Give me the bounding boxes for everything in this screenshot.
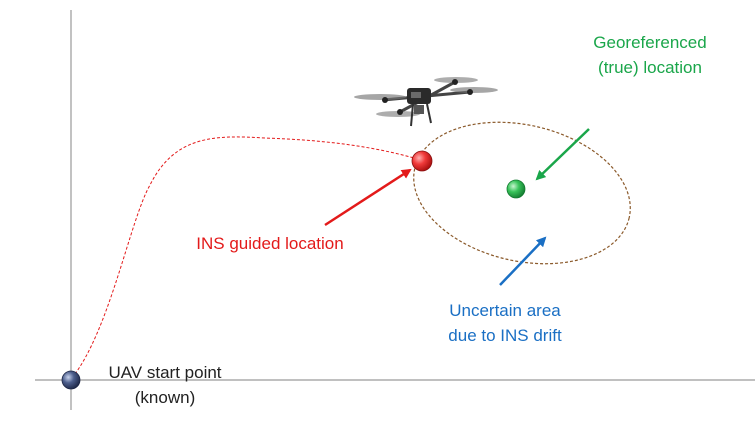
true-location-arrow xyxy=(535,128,590,181)
start-point-label-line1: UAV start point xyxy=(108,363,222,382)
start-point-label: UAV start point (known) xyxy=(80,360,250,410)
start-point xyxy=(61,370,81,390)
ins-location-arrow xyxy=(324,168,412,227)
true-location-point xyxy=(506,179,526,199)
uncertain-area-label: Uncertain area due to INS drift xyxy=(405,298,605,348)
ins-trajectory xyxy=(71,136,422,379)
true-location-label: Georeferenced (true) location xyxy=(560,30,740,80)
start-point-label-line2: (known) xyxy=(134,388,196,407)
drone-icon xyxy=(354,77,498,127)
uncertain-area-arrow xyxy=(499,236,547,286)
ins-location-label-line1: INS guided location xyxy=(196,234,344,253)
uncertain-area-label-line2: due to INS drift xyxy=(448,326,562,345)
uncertain-area-label-line1: Uncertain area xyxy=(449,301,561,320)
true-location-label-line1: Georeferenced xyxy=(593,33,707,52)
uncertainty-ellipse xyxy=(413,121,631,265)
true-location-label-line2: (true) location xyxy=(598,58,702,77)
ins-location-label: INS guided location xyxy=(140,231,400,256)
ins-guided-point xyxy=(411,150,433,172)
